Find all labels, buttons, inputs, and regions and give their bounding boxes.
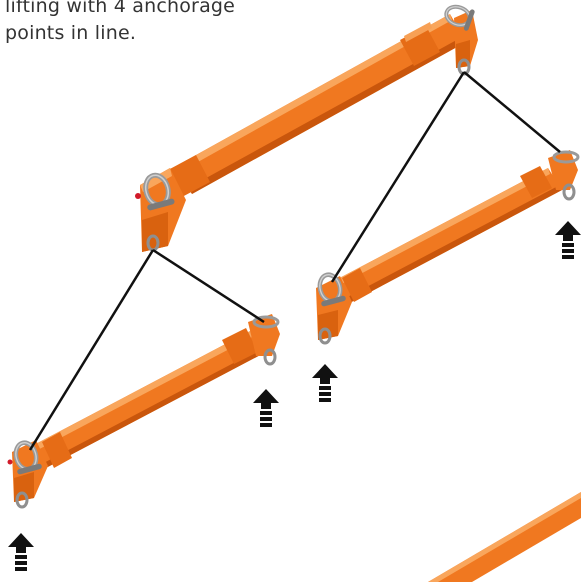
up-arrow-icon [253,389,279,427]
shackle-icon [552,150,580,164]
up-arrow-icon [8,533,34,571]
caption-line-1: lifting with 4 anchorage [5,0,236,17]
hook-ring [15,348,277,509]
spreader-beam-top [140,10,478,252]
sling-line [330,71,466,283]
spreader-beam-left [12,314,280,502]
shackle-icon [252,315,280,329]
sling-line [463,71,561,153]
sling-line [152,248,265,324]
sling-lines [28,71,561,451]
sling-line [28,249,155,451]
caption-line-2: points in line. [5,22,137,44]
up-arrow-icon [555,221,581,259]
shackle-icon [135,172,175,211]
caption: lifting with 4 anchorage points in line. [5,0,305,47]
shackle-icon [7,440,43,475]
spreader-beam-partial [428,492,581,582]
up-arrow-icon [312,364,338,402]
hook-ring [318,183,576,345]
